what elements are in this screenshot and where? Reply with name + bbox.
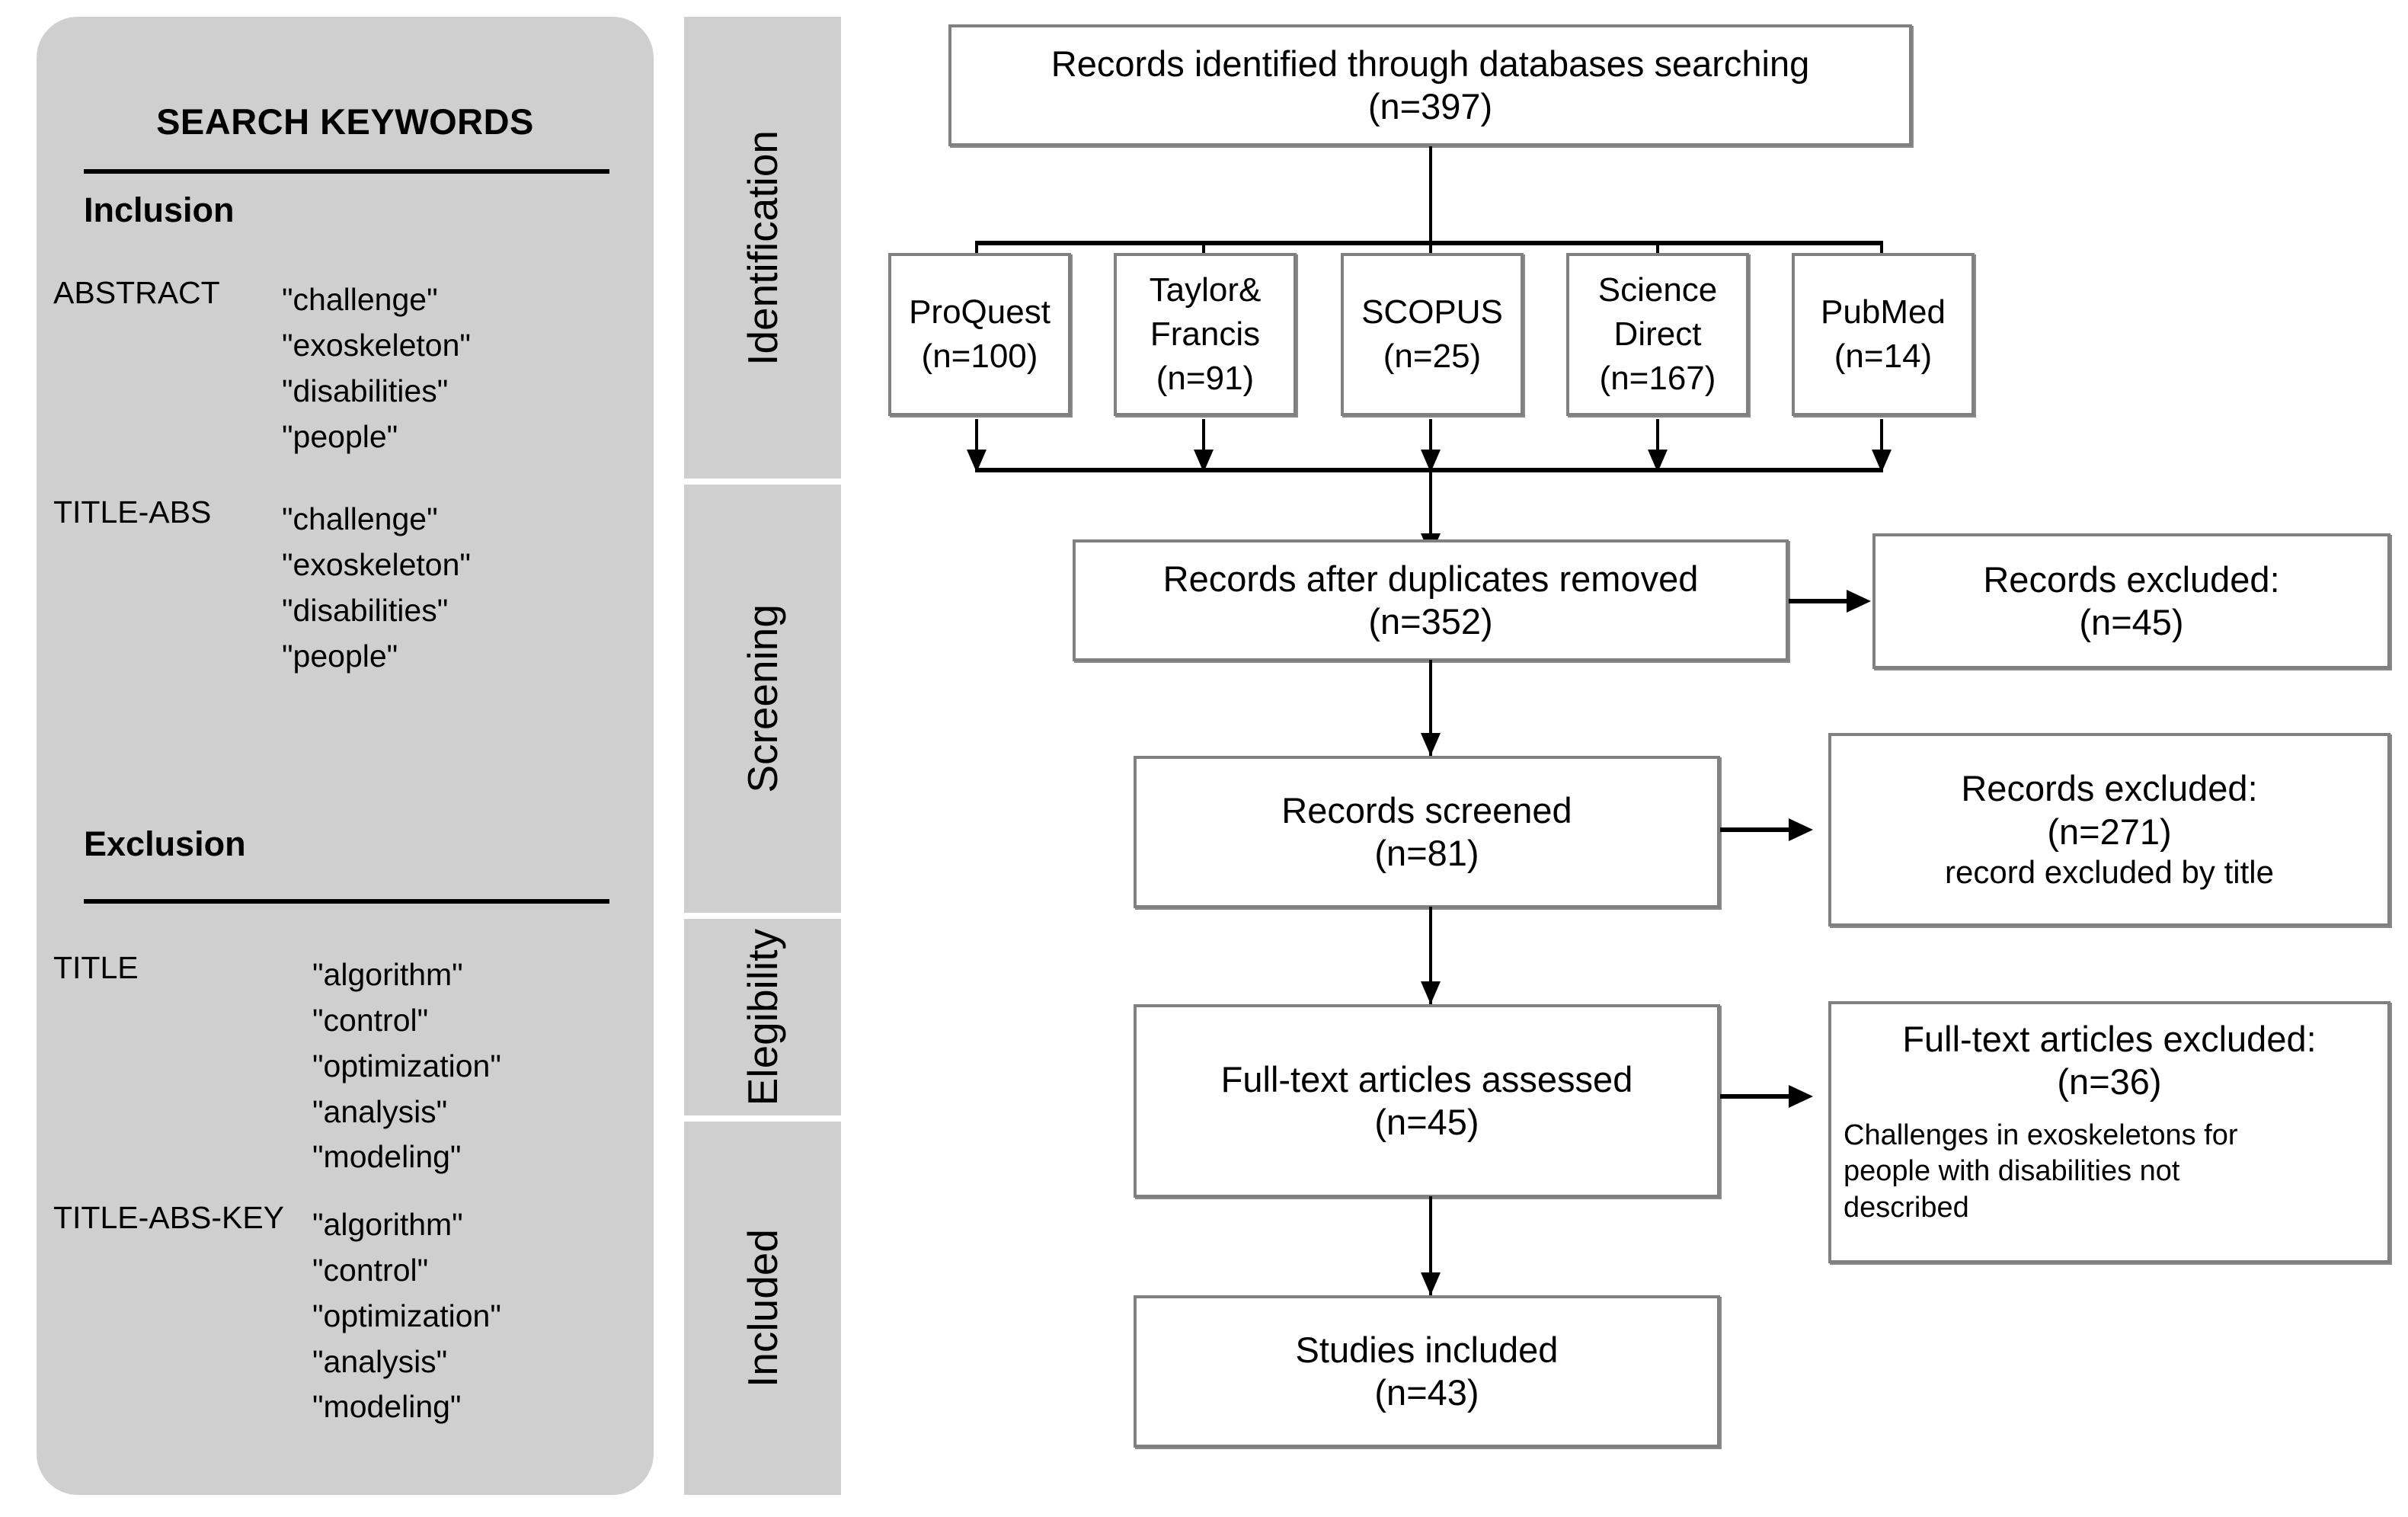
box-excluded-duplicates: Records excluded: (n=45) bbox=[1872, 533, 2390, 669]
box-fulltext-excluded-note2: people with disabilities not bbox=[1844, 1155, 2180, 1188]
inclusion-row-title-abs: TITLE-ABS "challenge" "exoskeleton" "dis… bbox=[53, 497, 471, 679]
box-excluded-by-title-line2: (n=271) bbox=[2047, 811, 2172, 852]
box-fulltext-excluded-line1: Full-text articles excluded: bbox=[1902, 1019, 2317, 1059]
box-studies-included-line2: (n=43) bbox=[1374, 1372, 1479, 1413]
box-pubmed-count: (n=14) bbox=[1834, 338, 1933, 375]
box-fulltext-excluded: Full-text articles excluded: (n=36) Chal… bbox=[1828, 1001, 2390, 1263]
stage-included-label: Included bbox=[738, 1229, 786, 1387]
box-records-screened-line2: (n=81) bbox=[1374, 833, 1479, 873]
arrow-to-fulltext-excluded bbox=[1789, 1085, 1813, 1108]
box-records-identified: Records identified through databases sea… bbox=[948, 24, 1912, 146]
box-after-duplicates: Records after duplicates removed (n=352) bbox=[1073, 539, 1789, 661]
box-science-direct-count: (n=167) bbox=[1599, 360, 1716, 398]
exclusion-divider bbox=[84, 899, 609, 904]
connector-merge-down bbox=[1429, 468, 1432, 548]
connector-science-down bbox=[1656, 419, 1659, 469]
box-records-identified-line1: Records identified through databases sea… bbox=[1051, 43, 1810, 84]
box-excluded-by-title: Records excluded: (n=271) record exclude… bbox=[1828, 733, 2390, 927]
connector-to-excluded-271 bbox=[1720, 827, 1790, 832]
arrow-to-excluded-45 bbox=[1847, 590, 1871, 613]
box-taylor-francis-count: (n=91) bbox=[1156, 360, 1255, 398]
box-excluded-by-title-line3: record excluded by title bbox=[1945, 854, 2274, 891]
inclusion-field-title-abs: TITLE-ABS bbox=[53, 494, 212, 530]
inclusion-row-abstract: ABSTRACT "challenge" "exoskeleton" "disa… bbox=[53, 277, 471, 459]
inclusion-terms-abstract: "challenge" "exoskeleton" "disabilities"… bbox=[282, 282, 471, 454]
stage-identification: Identification bbox=[684, 17, 841, 478]
box-excluded-by-title-line1: Records excluded: bbox=[1961, 768, 2258, 809]
box-pubmed-name: PubMed bbox=[1821, 293, 1946, 331]
exclusion-field-title: TITLE bbox=[53, 950, 139, 985]
box-proquest-name: ProQuest bbox=[909, 293, 1051, 331]
connector-taylor-down bbox=[1202, 419, 1205, 469]
box-fulltext-excluded-note3: described bbox=[1844, 1191, 1969, 1224]
box-pubmed: PubMed (n=14) bbox=[1792, 253, 1975, 416]
connector-to-fulltext-excluded bbox=[1720, 1094, 1790, 1099]
box-studies-included-line1: Studies included bbox=[1295, 1329, 1559, 1370]
connector-pubmed-down bbox=[1880, 419, 1883, 469]
search-keywords-title: SEARCH KEYWORDS bbox=[156, 101, 534, 142]
box-after-duplicates-line1: Records after duplicates removed bbox=[1162, 558, 1699, 599]
box-taylor-francis: Taylor& Francis (n=91) bbox=[1114, 253, 1297, 416]
box-fulltext-assessed: Full-text articles assessed (n=45) bbox=[1134, 1004, 1720, 1198]
box-science-direct: Science Direct (n=167) bbox=[1566, 253, 1749, 416]
box-records-screened-line1: Records screened bbox=[1281, 789, 1572, 831]
stage-identification-label: Identification bbox=[738, 130, 786, 366]
connector-after-dup-down bbox=[1429, 660, 1432, 757]
connector-screened-down bbox=[1429, 907, 1432, 1006]
box-scopus-count: (n=25) bbox=[1383, 338, 1482, 375]
exclusion-row-title-abs-key: TITLE-ABS-KEY "algorithm" "control" "opt… bbox=[53, 1202, 501, 1430]
stage-screening-label: Screening bbox=[738, 604, 786, 793]
box-proquest: ProQuest (n=100) bbox=[888, 253, 1071, 416]
inclusion-heading: Inclusion bbox=[84, 190, 235, 229]
box-studies-included: Studies included (n=43) bbox=[1134, 1295, 1720, 1448]
inclusion-divider bbox=[84, 169, 609, 174]
box-excluded-duplicates-line1: Records excluded: bbox=[1983, 558, 2280, 600]
box-taylor-francis-name2: Francis bbox=[1150, 315, 1261, 353]
box-records-screened: Records screened (n=81) bbox=[1134, 756, 1720, 908]
exclusion-heading: Exclusion bbox=[84, 824, 246, 863]
box-scopus-name: SCOPUS bbox=[1361, 293, 1503, 331]
box-fulltext-assessed-line2: (n=45) bbox=[1374, 1102, 1479, 1142]
connector-fulltext-down bbox=[1429, 1196, 1432, 1297]
exclusion-terms-title-abs-key: "algorithm" "control" "optimization" "an… bbox=[312, 1207, 501, 1425]
arrow-to-fulltext bbox=[1421, 981, 1441, 1004]
connector-scopus-down bbox=[1429, 419, 1432, 469]
box-taylor-francis-name: Taylor& bbox=[1149, 270, 1262, 309]
connector-proquest-down bbox=[975, 419, 978, 469]
stage-elegibility-label: Elegibility bbox=[738, 928, 786, 1106]
arrow-to-excluded-271 bbox=[1789, 818, 1813, 841]
inclusion-field-abstract: ABSTRACT bbox=[53, 275, 220, 310]
box-fulltext-assessed-line1: Full-text articles assessed bbox=[1220, 1058, 1633, 1099]
inclusion-terms-title-abs: "challenge" "exoskeleton" "disabilities"… bbox=[282, 501, 471, 674]
box-fulltext-excluded-note1: Challenges in exoskeletons for bbox=[1844, 1119, 2238, 1151]
stage-screening: Screening bbox=[684, 485, 841, 913]
box-proquest-count: (n=100) bbox=[921, 338, 1038, 375]
arrow-to-screened bbox=[1421, 733, 1441, 756]
arrow-to-studies-included bbox=[1421, 1272, 1441, 1295]
box-scopus: SCOPUS (n=25) bbox=[1341, 253, 1524, 416]
box-science-direct-name: Science bbox=[1597, 270, 1718, 309]
stage-elegibility: Elegibility bbox=[684, 919, 841, 1115]
connector-identified-down bbox=[1429, 146, 1432, 242]
exclusion-field-title-abs-key: TITLE-ABS-KEY bbox=[53, 1200, 285, 1235]
box-fulltext-excluded-line2: (n=36) bbox=[2057, 1061, 2162, 1103]
box-after-duplicates-line2: (n=352) bbox=[1368, 601, 1493, 642]
box-science-direct-name2: Direct bbox=[1613, 315, 1702, 353]
exclusion-terms-title: "algorithm" "control" "optimization" "an… bbox=[312, 957, 501, 1175]
connector-to-excluded-45 bbox=[1789, 599, 1848, 603]
box-records-identified-line2: (n=397) bbox=[1367, 86, 1493, 126]
exclusion-row-title: TITLE "algorithm" "control" "optimizatio… bbox=[53, 952, 501, 1180]
search-keywords-panel: SEARCH KEYWORDS Inclusion ABSTRACT "chal… bbox=[37, 17, 654, 1495]
box-excluded-duplicates-line2: (n=45) bbox=[2079, 602, 2184, 642]
stage-included: Included bbox=[684, 1122, 841, 1495]
